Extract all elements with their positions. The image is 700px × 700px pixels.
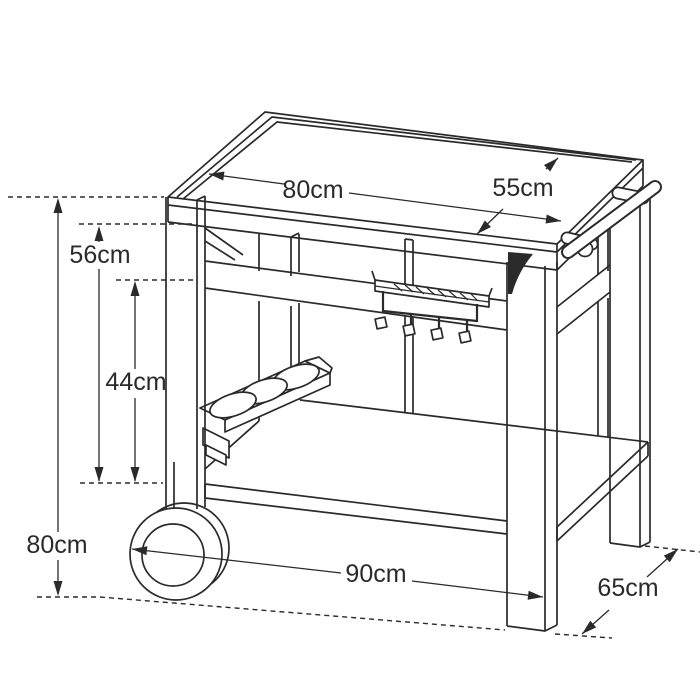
bottle-holder [199,356,333,466]
dim-base-width-label: 90cm [345,560,406,588]
dim-overall-height: 80cm [26,198,88,596]
arrowhead [53,198,63,213]
hook-1 [374,316,388,330]
dim-upper-height: 56cm [69,226,131,482]
front-mid-stile [404,238,414,414]
back-right-leg [609,186,651,548]
arrowhead [582,620,597,634]
bottle-holder-mount-step [205,444,227,466]
arrowhead [132,546,148,556]
arrowhead [663,549,678,563]
bottom-shelf [204,399,649,542]
arrowhead [94,467,104,482]
hook-rail-hatching [393,283,478,301]
trolley-drawing [129,111,662,632]
right-mid-stile [597,224,609,437]
bottle-holder-mount [202,427,230,459]
bottle-ring-3 [209,391,257,419]
corner-gusset-right [508,252,533,294]
arrowhead [527,590,543,600]
dim-overall-height-label: 80cm [26,531,87,559]
right-rail [556,264,611,335]
front-right-leg [506,262,558,632]
arrowhead [543,158,558,172]
handle-bar [561,180,662,259]
hook-rail-mid-line [374,285,490,303]
dim-top-depth: 55cm [476,157,559,235]
arrowhead [94,226,104,241]
guide-ground-line [37,596,613,639]
front-left-leg [165,195,206,511]
arrowhead [209,171,225,181]
dim-base-width: 90cm [131,546,544,600]
hook-4 [458,330,472,344]
dim-mid-height-label: 44cm [105,368,166,396]
arrowhead [545,214,561,224]
dim-upper-height-label: 56cm [69,241,130,269]
dim-base-depth: 65cm [581,548,679,635]
hook-hanger-wire [381,291,479,332]
dim-top-width-label: 80cm [282,176,343,204]
arrowhead [130,281,140,296]
dim-top-depth-label: 55cm [492,174,553,202]
dashed-guide-lines [8,196,700,639]
top-tray [167,111,644,294]
corner-brace-left [204,227,244,261]
bottle-holder-end-bracket [304,356,333,374]
hook-rail [371,270,493,344]
hook-rail-end-tabs [371,270,493,297]
arrowhead [130,467,140,482]
push-handle [560,180,662,259]
dim-mid-height: 44cm [105,281,167,482]
wheel-hub [141,523,205,587]
arrowhead [477,220,492,234]
dimension-annotations: 80cm 55cm 56cm 44cm 80cm [26,157,679,635]
dim-base-depth-label: 65cm [597,574,658,602]
dim-top-width: 80cm [208,171,562,224]
arrowhead [53,581,63,596]
tray-front-band [167,197,558,271]
hook-3 [430,327,444,341]
back-left-leg [258,232,300,421]
guide-ground-line-right [644,545,700,553]
hook-2 [402,323,416,337]
